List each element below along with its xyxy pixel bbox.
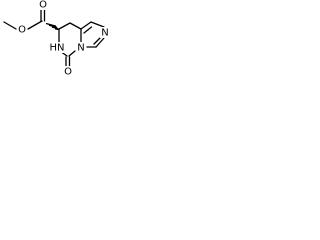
atom-o-lactam-carbonyl: O	[63, 66, 73, 78]
chemical-structure-diagram: O O HN O N N	[3, 0, 110, 78]
bond-o-ester-carbon	[27, 20, 43, 30]
bond-c7-c8	[80, 21, 92, 30]
stereo-hashed-wedge	[45, 22, 60, 31]
bond-c5-c6	[58, 22, 71, 30]
bond-c8-double	[83, 26, 93, 34]
svg-text:O: O	[64, 67, 72, 78]
bond-methyl-o	[3, 21, 17, 30]
svg-text:N: N	[101, 28, 108, 39]
bond-c8-n-imid	[90, 21, 105, 28]
svg-text:O: O	[18, 25, 26, 36]
atom-nh: HN	[49, 42, 66, 54]
bond-n-imid-c9	[95, 37, 105, 48]
atom-n-imidazole: N	[100, 27, 110, 39]
svg-text:O: O	[39, 0, 47, 11]
svg-text:N: N	[77, 43, 84, 54]
atom-o-methyl: O	[17, 24, 27, 36]
bond-n-c-lactam	[68, 50, 76, 57]
atom-o-ester-carbonyl: O	[38, 0, 48, 11]
svg-text:HN: HN	[50, 43, 65, 54]
bond-c6-c7	[69, 22, 82, 30]
atom-n-ring-junction: N	[76, 42, 86, 54]
bond-c9-double	[93, 37, 101, 45]
